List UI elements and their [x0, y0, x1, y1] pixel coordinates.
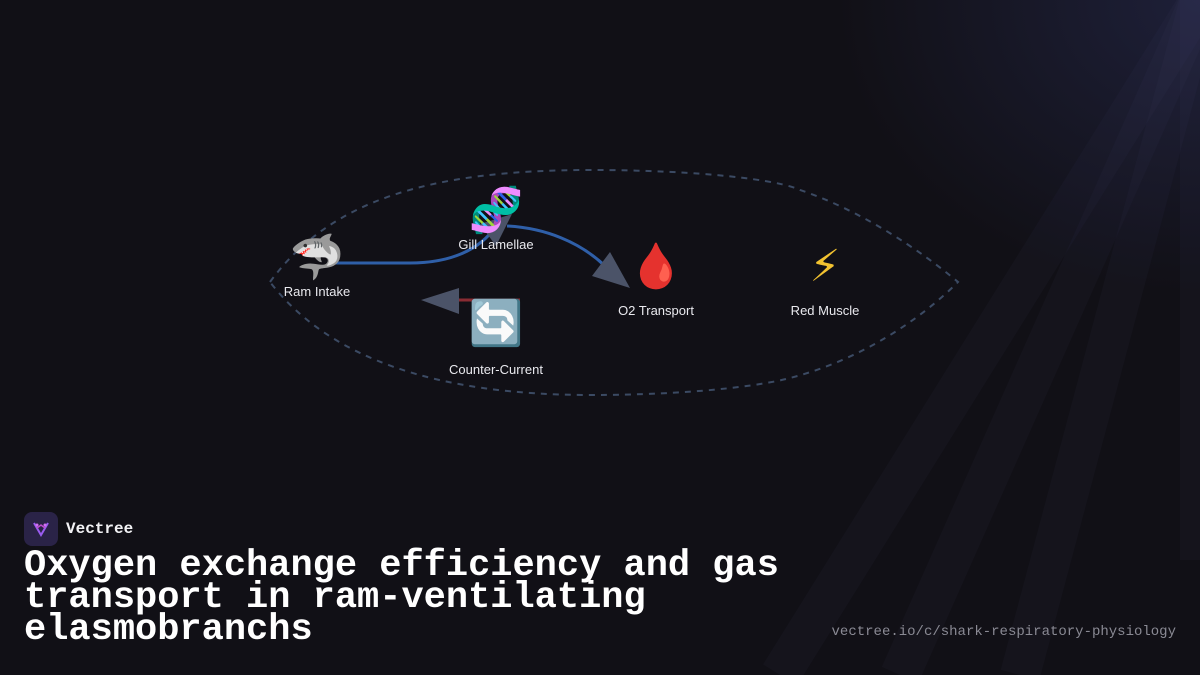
brand-name: Vectree: [66, 520, 134, 538]
dna-icon: 🧬: [468, 185, 524, 236]
node-counter-current: 🔄 Counter-Current: [449, 298, 543, 378]
node-o2-transport: 🩸 O2 Transport: [618, 241, 694, 319]
lightning-icon: ⚡: [809, 241, 841, 292]
shark-icon: 🦈: [289, 232, 345, 283]
cycle-arrows-icon: 🔄: [468, 298, 524, 349]
blood-drop-icon: 🩸: [628, 241, 684, 292]
node-label: Gill Lamellae: [458, 237, 534, 252]
flow-arrow-gill-to-o2: [506, 224, 607, 268]
vectree-logo-icon: [24, 512, 58, 546]
node-label: O2 Transport: [618, 303, 694, 318]
source-url[interactable]: vectree.io/c/shark-respiratory-physiolog…: [831, 624, 1176, 640]
arrowhead-o2: [592, 252, 630, 288]
brand[interactable]: Vectree: [24, 512, 133, 546]
page-title: Oxygen exchange efficiency and gas trans…: [24, 545, 779, 651]
node-label: Counter-Current: [449, 362, 543, 377]
node-label: Red Muscle: [790, 303, 860, 318]
node-red-muscle: ⚡ Red Muscle: [790, 241, 860, 319]
arrowhead-counter: [421, 288, 459, 314]
node-gill-lamellae: 🧬 Gill Lamellae: [458, 185, 534, 253]
arrowhead-gill: [480, 214, 512, 246]
cycle-loop: [268, 168, 960, 397]
node-label: Ram Intake: [283, 284, 351, 299]
node-ram-intake: 🦈 Ram Intake: [283, 232, 351, 300]
